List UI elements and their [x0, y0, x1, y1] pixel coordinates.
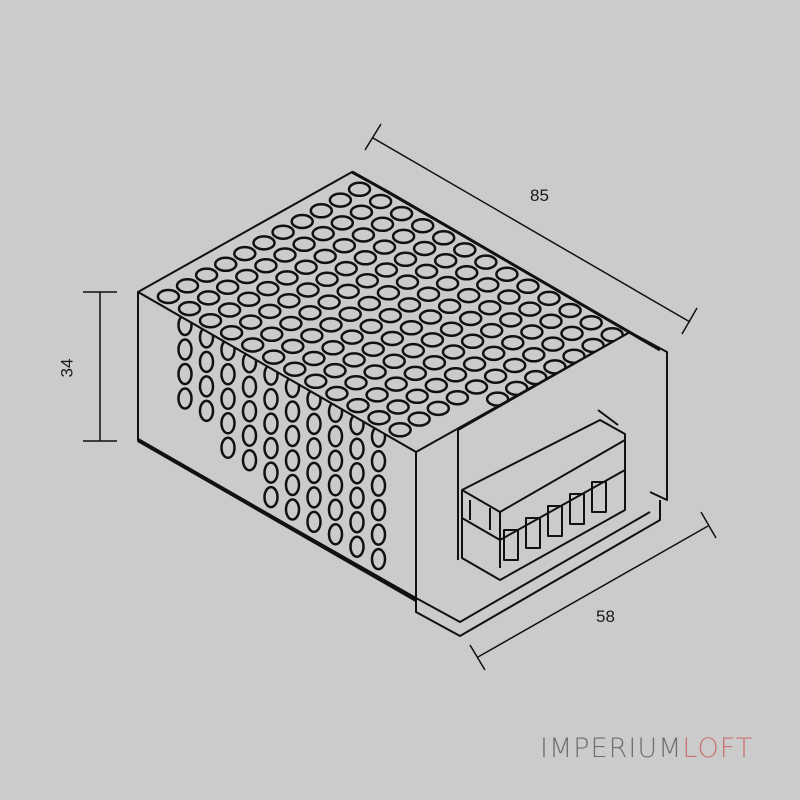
brand-logo: IMPERIUMLOFT — [540, 733, 753, 764]
top-perforations — [156, 181, 624, 438]
dimension-length-label: 85 — [530, 186, 549, 205]
psu-body — [137, 170, 668, 637]
terminal-block — [461, 419, 626, 581]
dimension-height — [83, 291, 117, 442]
dimension-width-label: 58 — [596, 607, 615, 626]
dimension-height-label: 34 — [57, 358, 77, 378]
dimension-width — [469, 511, 717, 671]
brand-logo-part2: LOFT — [682, 733, 754, 764]
dimension-length — [364, 123, 698, 335]
brand-logo-part1: IMPERIUM — [540, 733, 683, 764]
